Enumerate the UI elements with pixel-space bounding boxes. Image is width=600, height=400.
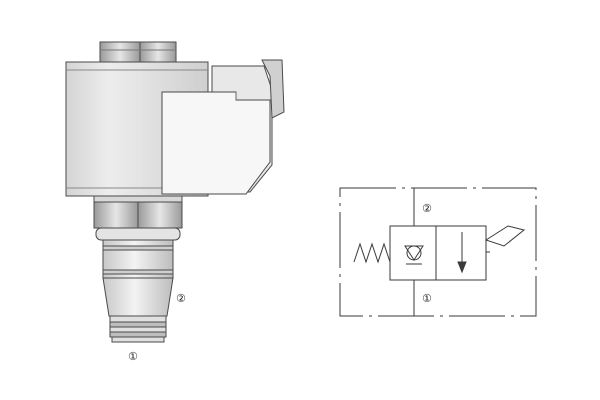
envelope-check xyxy=(389,225,437,281)
solenoid-icon xyxy=(484,225,526,253)
envelope-flow xyxy=(435,225,487,281)
symbol-port-2-label: ② xyxy=(422,202,432,215)
symbol-enclosure xyxy=(339,187,537,317)
check-valve-icon xyxy=(404,245,424,265)
electrical-connector xyxy=(161,59,285,195)
spring-icon xyxy=(353,242,391,264)
hydraulic-symbol xyxy=(339,187,537,317)
cartridge-body xyxy=(102,239,174,317)
o-ring-seal xyxy=(95,227,181,241)
cartridge-tip xyxy=(109,315,167,343)
top-nut xyxy=(99,41,177,63)
valve-illustration xyxy=(65,41,285,343)
photo-port-1-label: ① xyxy=(128,350,138,363)
photo-port-2-label: ② xyxy=(176,292,186,305)
symbol-port-1-label: ① xyxy=(422,292,432,305)
flow-arrow-icon xyxy=(457,232,467,274)
lower-hex-nut xyxy=(93,195,183,229)
